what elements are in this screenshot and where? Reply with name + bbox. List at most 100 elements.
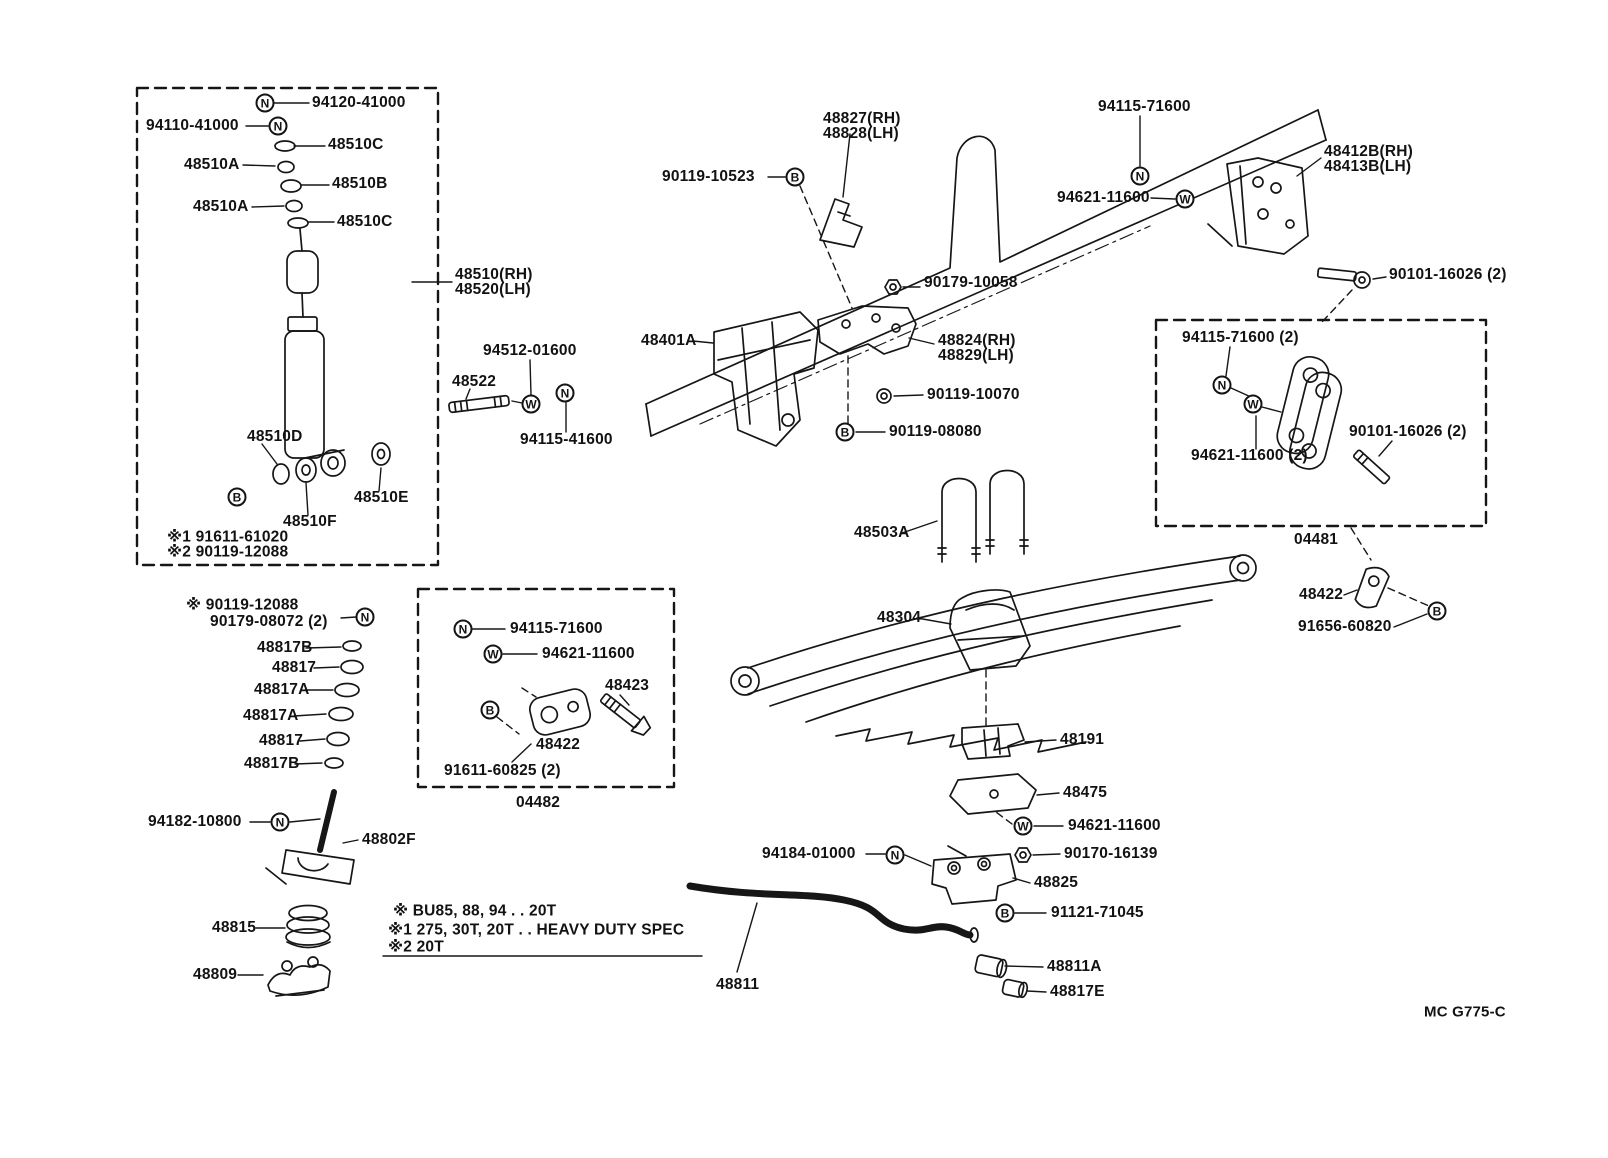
frame-rail-drawing	[645, 109, 1327, 437]
pin-48422-right-drawing	[1354, 566, 1390, 609]
bushing-48811A-drawing	[974, 954, 1008, 979]
footer-code: MC G775-C	[1424, 1003, 1506, 1021]
bolt-90101-shackle-drawing	[1352, 449, 1391, 485]
stabilizer-boot-drawing	[285, 904, 331, 949]
leader-lines	[237, 102, 1428, 993]
spring-seat-48304-drawing	[949, 589, 1031, 671]
part-label: 48811	[716, 976, 760, 993]
part-label: 48510A	[184, 156, 240, 173]
shock-kit-box	[135, 86, 440, 567]
b-circle-marker: B	[785, 167, 805, 187]
part-label: 48510(RH)	[455, 266, 533, 283]
part-label: 48413B(LH)	[1324, 158, 1412, 175]
stabilizer-bracket-48825-drawing	[931, 845, 1017, 905]
part-label: 90179-08072 (2)	[210, 613, 328, 630]
n-circle-marker: N	[453, 619, 473, 639]
part-label: 48825	[1034, 874, 1079, 891]
part-label: 90119-10070	[927, 386, 1020, 403]
bolt-48423-drawing	[599, 693, 652, 736]
leaf-spring-drawing	[730, 554, 1257, 753]
nut-90170-drawing	[1014, 847, 1032, 863]
part-label: 48520(LH)	[455, 281, 531, 298]
rear-hanger-48412-drawing	[1207, 157, 1309, 255]
part-label: 48828(LH)	[823, 125, 899, 142]
part-label: 94115-41600	[520, 431, 613, 448]
w-circle-marker: W	[483, 644, 503, 664]
washer-stack-drawing	[324, 640, 364, 769]
part-label: 94115-71600 (2)	[1182, 329, 1299, 346]
b-circle-marker: B	[835, 422, 855, 442]
part-label: 94621-11600	[1068, 817, 1161, 834]
part-label: 48809	[193, 966, 238, 983]
n-circle-marker: N	[1212, 375, 1232, 395]
part-label: 94120-41000	[312, 94, 406, 111]
part-label: 90119-10523	[662, 168, 755, 185]
part-label: 48817A	[254, 681, 310, 698]
part-label: 48510F	[283, 513, 337, 530]
bolt-90119-10070-drawing	[876, 388, 892, 404]
b-circle-marker: B	[1427, 601, 1447, 621]
part-label: ※ 90119-12088	[186, 596, 299, 614]
part-label: 48510C	[328, 136, 384, 153]
shackle-plate-04482-drawing	[528, 688, 592, 736]
part-label: 48817B	[244, 755, 300, 772]
part-label: 48423	[605, 677, 650, 694]
n-circle-marker: N	[255, 93, 275, 113]
shackle-04481-drawing	[1276, 356, 1343, 470]
part-label: 48811A	[1047, 958, 1102, 975]
shackle-kit-04482-box	[416, 587, 676, 789]
part-label: 94182-10800	[148, 813, 242, 830]
part-label: 94184-01000	[762, 845, 856, 862]
part-label: 91611-60825 (2)	[444, 762, 561, 779]
part-label: 48510D	[247, 428, 303, 445]
n-circle-marker: N	[1130, 166, 1150, 186]
w-circle-marker: W	[1243, 394, 1263, 414]
shackle-kit-04481-box	[1154, 318, 1488, 528]
part-label: 94512-01600	[483, 342, 577, 359]
part-label: 94621-11600	[1057, 189, 1150, 206]
part-label: ※1 275, 30T, 20T . . HEAVY DUTY SPEC	[388, 921, 685, 939]
part-label: 91656-60820	[1298, 618, 1392, 635]
part-label: ※ BU85, 88, 94 . . 20T	[393, 902, 557, 920]
b-circle-marker: B	[480, 700, 500, 720]
stabilizer-link-drawing	[265, 789, 355, 885]
part-label: 94110-41000	[146, 117, 239, 134]
w-circle-marker: W	[1175, 189, 1195, 209]
part-label: 94115-71600	[1098, 98, 1191, 115]
stud-48522-drawing	[448, 394, 510, 414]
part-label: 48817A	[243, 707, 299, 724]
part-label: 94115-71600	[510, 620, 603, 637]
nut-90179-drawing	[884, 279, 902, 295]
front-bracket-48401-drawing	[713, 311, 819, 447]
part-label: 48802F	[362, 831, 416, 848]
part-label: 48824(RH)	[938, 332, 1016, 349]
n-circle-marker: N	[355, 607, 375, 627]
part-label: 04482	[516, 794, 561, 811]
part-label: ※2 20T	[388, 938, 444, 956]
part-label: 48422	[536, 736, 581, 753]
plate-48475-drawing	[949, 773, 1037, 815]
part-label: 48815	[212, 919, 257, 936]
part-label: 48827(RH)	[823, 110, 901, 127]
part-label: 48503A	[854, 524, 910, 541]
part-label: 48817B	[257, 639, 313, 656]
part-label: 90119-08080	[889, 423, 982, 440]
part-label: ※2 90119-12088	[167, 543, 289, 561]
dashed-leader-lines	[496, 185, 1430, 825]
part-label: 48510E	[354, 489, 409, 506]
part-label: 48510C	[337, 213, 393, 230]
n-circle-marker: N	[555, 383, 575, 403]
part-label: 90101-16026 (2)	[1349, 423, 1467, 440]
part-label: 48817E	[1050, 983, 1105, 1000]
part-label: 48510B	[332, 175, 388, 192]
part-label: ※1 91611-61020	[167, 528, 289, 546]
part-label: 48817	[272, 659, 317, 676]
part-label: 48510A	[193, 198, 249, 215]
b-circle-marker: B	[227, 487, 247, 507]
plate-48191-drawing	[961, 723, 1025, 760]
part-label: 91121-71045	[1051, 904, 1144, 921]
n-circle-marker: N	[885, 845, 905, 865]
